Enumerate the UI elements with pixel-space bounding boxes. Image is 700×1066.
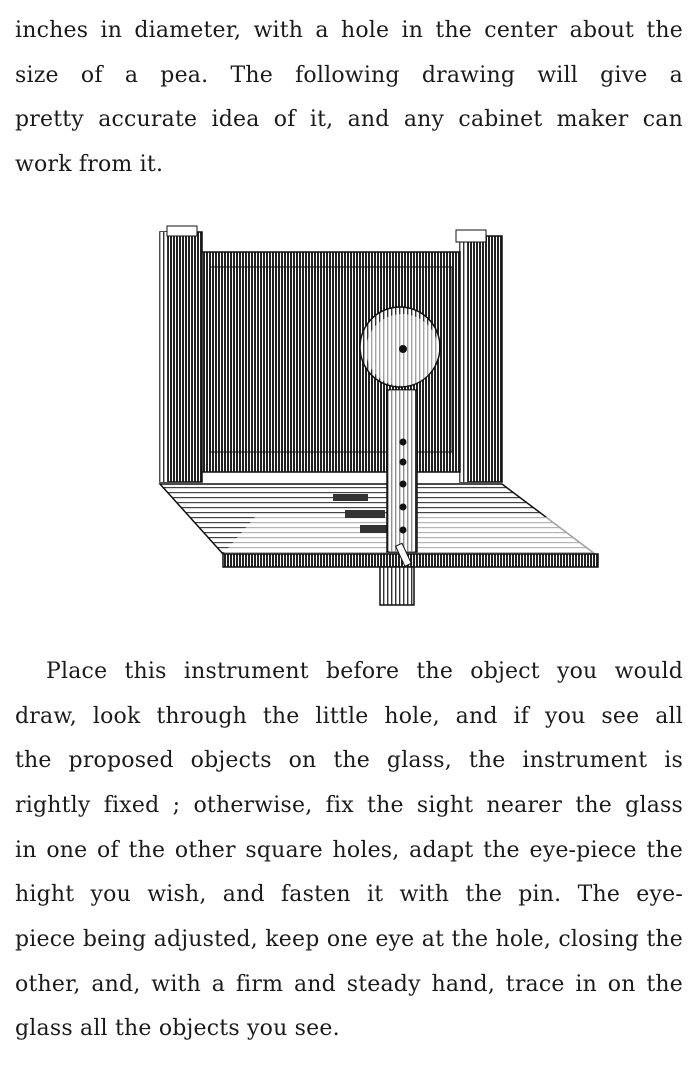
text-line: work from it. (15, 152, 164, 177)
text-line: size of a pea. The following drawing wil… (15, 63, 683, 88)
text-line: glass all the objects you see. (15, 1016, 340, 1041)
text-line: rightly fixed ; otherwise, fix the sight… (15, 793, 683, 818)
text-line: in one of the other square holes, adapt … (15, 838, 683, 863)
text-line: piece being adjusted, keep one eye at th… (15, 927, 683, 952)
text-line: hight you wish, and fasten it with the p… (15, 882, 683, 907)
text-line: other, and, with a firm and steady hand,… (15, 972, 683, 997)
text-line: Place this instrument before the object … (46, 659, 683, 684)
drawing-instrument-illustration (158, 225, 599, 606)
text-line: draw, look through the little hole, and … (15, 704, 683, 729)
text-line: inches in diameter, with a hole in the c… (15, 18, 683, 43)
text-line: pretty accurate idea of it, and any cabi… (15, 107, 683, 132)
text-line: the proposed objects on the glass, the i… (15, 748, 683, 773)
